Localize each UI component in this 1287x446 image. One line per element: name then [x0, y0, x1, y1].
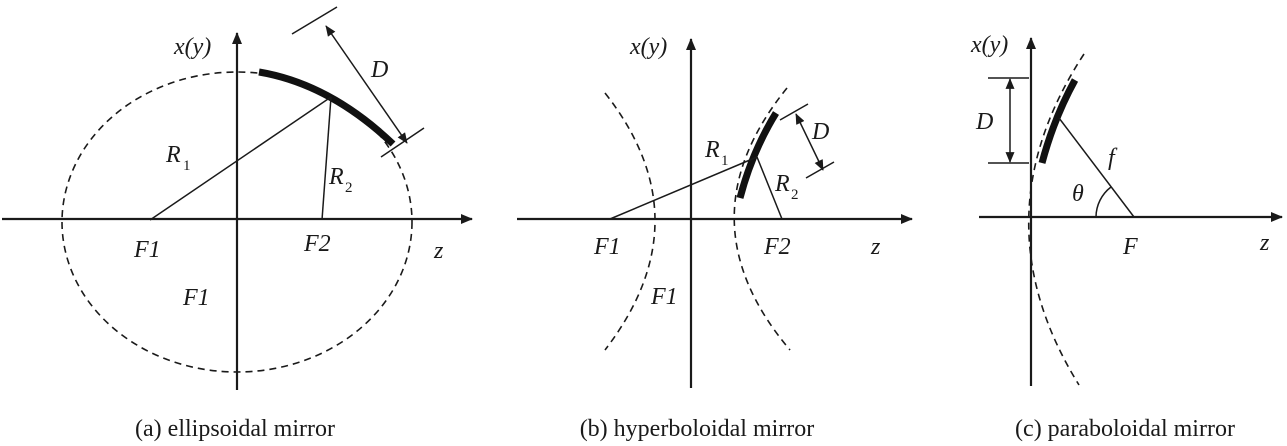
- r1-line: [149, 96, 332, 221]
- label-r2-sub: 2: [791, 187, 799, 203]
- label-r1: R: [704, 137, 720, 163]
- label-focus-f2: F2: [763, 234, 791, 260]
- label-aperture-d: D: [975, 109, 993, 135]
- axis-label-vertical: x(y): [173, 34, 211, 60]
- label-r2: R: [774, 171, 790, 197]
- panel-ellipsoidal: x(y) z D R 1 R 2 F1 F2 F1 (a) ellipsoida…: [2, 6, 473, 442]
- aperture-dimension-arrow: [795, 113, 824, 171]
- paraboloidal-mirror-segment: [1038, 78, 1079, 164]
- hyperbola-left-branch-dashed: [604, 92, 656, 351]
- label-focus-f1-inner: F1: [182, 285, 210, 311]
- focal-line: [1058, 117, 1135, 218]
- axis-label-vertical: x(y): [629, 34, 667, 60]
- axis-label-horizontal: z: [433, 238, 444, 264]
- aperture-dimension-arrow: [325, 25, 408, 144]
- hyperboloidal-mirror-segment: [736, 111, 779, 199]
- panel-paraboloidal: x(y) z D f θ F (c) paraboloidal mirror: [970, 32, 1283, 442]
- caption-c: (c) paraboloidal mirror: [1015, 416, 1235, 442]
- label-r1: R: [165, 142, 181, 168]
- r2-line: [321, 96, 332, 221]
- label-r1-sub: 1: [183, 158, 191, 174]
- label-aperture-d: D: [370, 57, 388, 83]
- aperture-tick-top: [779, 103, 809, 121]
- label-focus-f1: F1: [133, 237, 161, 263]
- panel-hyperboloidal: x(y) z D R 1 R 2 F1 F2 F1 (b) hyperboloi…: [517, 34, 913, 442]
- label-focus-f1: F1: [593, 234, 621, 260]
- label-r2-sub: 2: [345, 180, 353, 196]
- aperture-tick-top: [291, 6, 338, 35]
- label-focus-f1-inner: F1: [650, 284, 678, 310]
- caption-a: (a) ellipsoidal mirror: [135, 416, 335, 442]
- theta-angle-arc: [1095, 186, 1112, 218]
- axis-label-horizontal: z: [870, 234, 881, 260]
- r1-line: [609, 156, 758, 220]
- r2-line: [756, 156, 783, 220]
- axis-label-horizontal: z: [1259, 230, 1270, 256]
- parabola-dashed-curve: [1027, 53, 1085, 386]
- label-focus-f2: F2: [303, 231, 331, 257]
- label-angle-theta: θ: [1072, 181, 1084, 207]
- label-focus-f: F: [1122, 234, 1138, 260]
- axis-label-vertical: x(y): [970, 32, 1008, 58]
- label-focal-length-f: f: [1108, 145, 1118, 171]
- label-r1-sub: 1: [721, 153, 729, 169]
- label-r2: R: [328, 164, 344, 190]
- caption-b: (b) hyperboloidal mirror: [580, 416, 815, 442]
- label-aperture-d: D: [811, 119, 829, 145]
